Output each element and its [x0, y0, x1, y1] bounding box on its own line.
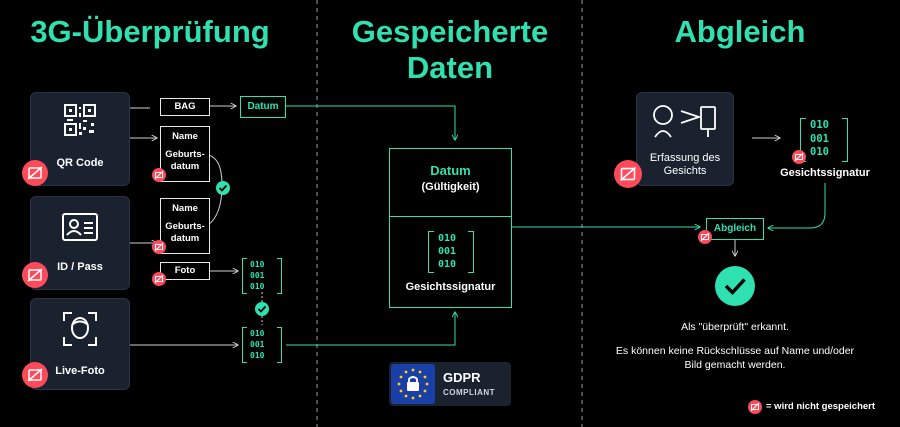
- gdpr-title: GDPR: [443, 370, 481, 385]
- check-icon: [715, 266, 755, 306]
- lock-icon: [397, 368, 429, 400]
- binary-row: 010: [250, 351, 265, 360]
- live-photo-label: Live-Foto: [55, 365, 105, 377]
- heading-3g-check: 3G-Überprüfung: [30, 14, 270, 49]
- stored-date-title: Datum: [430, 163, 471, 178]
- binary-row: 010: [250, 282, 265, 291]
- name-birthdate-box-1: Name Geburts- datum: [160, 126, 210, 182]
- gdpr-subtitle: COMPLIANT: [443, 388, 496, 397]
- divider: [390, 216, 511, 217]
- birthdate-label-1: Geburts-: [165, 221, 205, 232]
- no-camera-icon: [22, 262, 48, 288]
- binary-signature-icon: 010 001 010: [242, 327, 282, 363]
- qr-code-label: QR Code: [56, 157, 104, 169]
- name-label: Name: [172, 203, 198, 214]
- face-scan-icon: [63, 312, 97, 346]
- face-capture-card: Erfassung des Gesichts: [636, 92, 734, 186]
- binary-row: 001: [250, 271, 265, 280]
- stored-validity: (Gültigkeit): [421, 181, 480, 193]
- abgleich-box: Abgleich: [706, 218, 764, 240]
- binary-row: 010: [810, 146, 829, 158]
- binary-row: 001: [438, 246, 457, 257]
- heading-stored-data-2: Daten: [406, 50, 494, 85]
- match-signature-label: Gesichtssignatur: [780, 167, 870, 179]
- bag-field: BAG: [160, 98, 210, 116]
- stored-data-box: Datum (Gültigkeit) 010 001 010 Gesichtss…: [389, 148, 512, 308]
- no-camera-icon: [152, 272, 166, 286]
- binary-row: 001: [250, 340, 265, 349]
- binary-row: 010: [250, 329, 265, 338]
- check-icon: [216, 181, 230, 195]
- binary-row: 010: [438, 259, 457, 270]
- qr-code-icon: [64, 104, 96, 136]
- datum-field: Datum: [240, 96, 286, 118]
- no-camera-icon: [152, 240, 166, 254]
- privacy-note-2: Bild gemacht werden.: [684, 359, 786, 371]
- no-camera-icon: [698, 230, 712, 244]
- legend-not-stored: = wird nicht gespeichert: [766, 401, 876, 412]
- binary-row: 001: [810, 132, 829, 145]
- stored-signature-label: Gesichtssignatur: [405, 281, 496, 293]
- eu-flag: [391, 364, 435, 404]
- birthdate-label-2: datum: [170, 233, 200, 244]
- binary-row: 010: [810, 119, 829, 131]
- id-pass-label: ID / Pass: [57, 261, 103, 273]
- no-camera-icon: [152, 168, 166, 182]
- no-camera-icon: [792, 150, 806, 164]
- no-camera-icon: [22, 160, 48, 186]
- no-camera-icon: [748, 400, 762, 414]
- id-card-icon: [62, 213, 98, 241]
- birthdate-label-1: Geburts-: [165, 149, 205, 160]
- no-camera-icon: [22, 362, 48, 388]
- qr-code-card: QR Code: [30, 92, 130, 186]
- binary-signature-icon: 010 001 010: [242, 258, 282, 294]
- binary-row: 010: [250, 260, 265, 269]
- birthdate-label-2: datum: [170, 161, 200, 172]
- binary-row: 010: [438, 233, 457, 244]
- heading-matching: Abgleich: [674, 14, 806, 49]
- gdpr-badge: GDPR COMPLIANT: [389, 362, 511, 406]
- foto-field: Foto: [160, 262, 210, 280]
- name-label: Name: [172, 131, 198, 142]
- check-icon: [255, 302, 269, 316]
- no-camera-icon: [614, 160, 642, 188]
- face-capture-label-2: Gesichts: [663, 165, 707, 177]
- privacy-note-1: Es können keine Rückschlüsse auf Name un…: [615, 345, 855, 357]
- face-capture-icon: [653, 105, 716, 138]
- binary-signature-icon: 010 001 010: [800, 118, 848, 162]
- binary-signature-icon: 010 001 010: [428, 231, 474, 273]
- face-capture-label-1: Erfassung des: [649, 152, 721, 164]
- heading-stored-data-1: Gespeicherte: [351, 14, 549, 49]
- name-birthdate-box-2: Name Geburts- datum: [160, 198, 210, 254]
- verified-note: Als "überprüft" erkannt.: [681, 321, 789, 333]
